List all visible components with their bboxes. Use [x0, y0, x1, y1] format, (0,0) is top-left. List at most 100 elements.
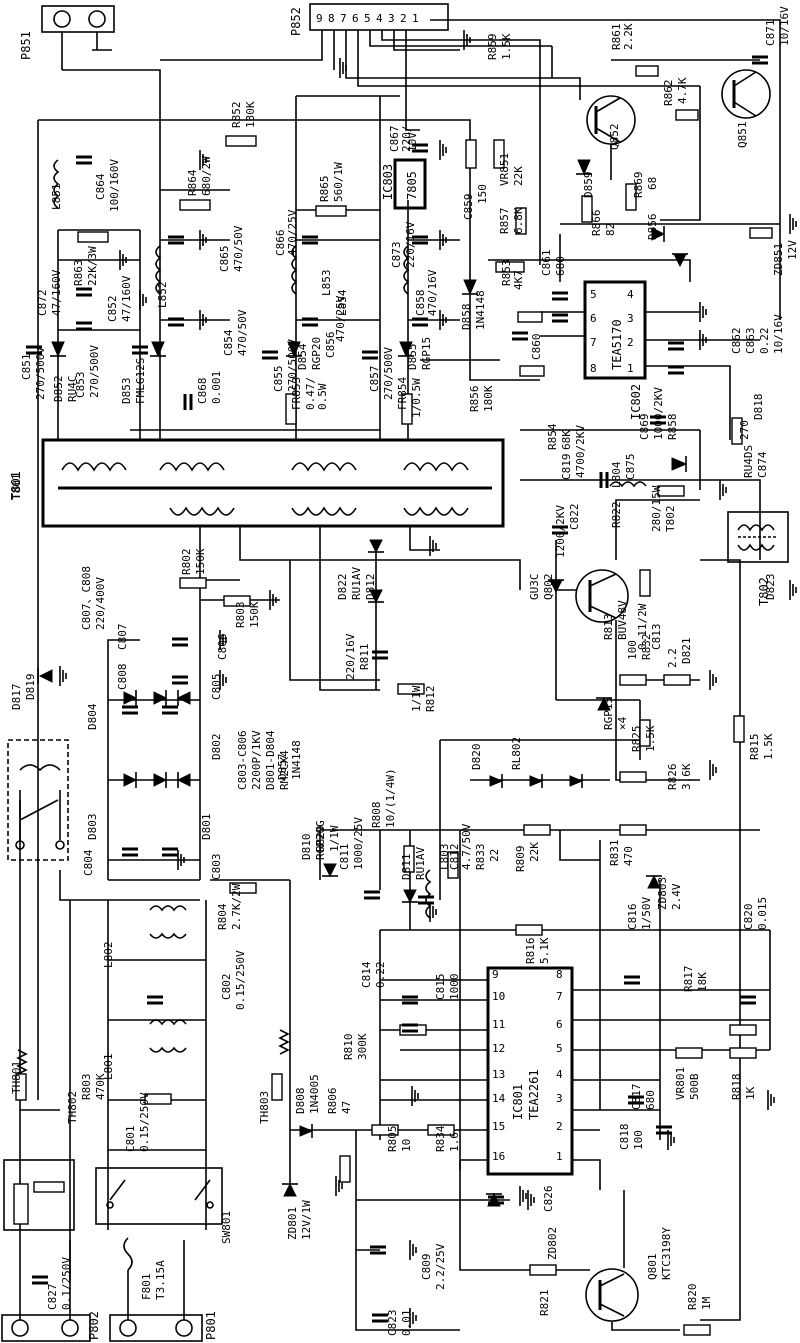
bottom-label: 10/(1/4W) — [384, 768, 397, 828]
bottom-label: C812 — [448, 844, 461, 871]
bottom-label: C827 — [46, 1284, 59, 1311]
mid-label: D804 — [86, 703, 99, 730]
connector-p802: P802 — [1, 1311, 101, 1342]
bottom-label: 1000 — [448, 974, 461, 1001]
ic801-pin-label: 11 — [492, 1018, 505, 1031]
ic801-pin-label: 1 — [556, 1150, 563, 1163]
top-label: 10/16V — [778, 6, 791, 46]
connector-p851: P851 — [19, 5, 115, 70]
ic801-pin-label: 16 — [492, 1150, 505, 1163]
bottom-label: 300K — [356, 1033, 369, 1060]
mid-label: C805 — [210, 674, 223, 701]
bottom-label: R818 — [730, 1074, 743, 1101]
ic801-pin-label: 14 — [492, 1092, 506, 1105]
top-label: C858 — [414, 290, 427, 317]
top-label: 10V — [406, 132, 419, 152]
ic801-pin-label: 4 — [556, 1068, 563, 1081]
t801-label: T801 — [9, 471, 23, 500]
inductor-group — [16, 159, 647, 1075]
p852-pin-label: 1 — [412, 12, 419, 25]
mid-label: C875 — [624, 454, 637, 481]
ic802-part: TEA5170 — [610, 319, 624, 370]
top-label: FMLG12S — [134, 358, 147, 404]
connector-p801: P801 — [109, 1311, 218, 1342]
ic802-pin-3: 3 — [627, 312, 634, 325]
top-label: 220/ — [400, 126, 413, 153]
top-label: L854 — [336, 289, 349, 316]
mid-label: 2200P/1KV — [250, 730, 263, 790]
top-label: 47/160V — [50, 269, 63, 316]
bottom-label: 0.15/250V — [138, 1092, 151, 1152]
bottom-label: ZD803 — [656, 877, 669, 910]
mid-label: 4700/2KV — [574, 425, 587, 478]
ic801-pin-label: 12 — [492, 1042, 505, 1055]
bottom-label: 0.015 — [756, 897, 769, 930]
transistor-q851 — [721, 69, 771, 119]
top-label: 220/16V — [404, 221, 417, 268]
thermistor-th802 — [3, 1159, 75, 1231]
ic801-pin-label: 7 — [556, 990, 563, 1003]
bottom-label: ZD802 — [546, 1227, 559, 1260]
mid-label: 220/16V — [344, 633, 357, 680]
top-label: C873 — [390, 242, 403, 269]
bottom-label: 2.2/25V — [434, 1243, 447, 1290]
mid-label: R822 — [610, 502, 623, 529]
top-label: 100/160V — [108, 159, 121, 212]
top-label: 12V — [786, 240, 799, 260]
relay-rl802 — [7, 739, 69, 861]
mid-label: D820 — [470, 744, 483, 771]
mid-label: ×4 — [616, 716, 629, 730]
top-label: R853 — [500, 260, 513, 287]
bottom-label: 0.1/250V — [60, 1257, 73, 1310]
p852-label: P852 — [289, 7, 303, 36]
ic-ic802: IC802 TEA5170 5 4 6 3 7 2 8 1 — [583, 280, 647, 420]
resistor-bodies — [15, 65, 773, 1336]
top-label: 270/500V — [34, 347, 47, 400]
bottom-label: C816 — [626, 904, 639, 931]
bottom-label: F801 — [140, 1274, 153, 1301]
bottom-label: 5.1K — [538, 937, 551, 964]
transistor-q802 — [575, 569, 629, 623]
mid-label: C813 — [650, 624, 663, 651]
bottom-label: C815 — [434, 974, 447, 1001]
ic801-pin-label: 8 — [556, 968, 563, 981]
mid-label: R815 — [748, 734, 761, 761]
mid-label: GU3C — [528, 574, 541, 601]
top-label: 2.2K — [622, 23, 635, 50]
top-label: C854 — [222, 329, 235, 356]
top-label: R861 — [610, 24, 623, 51]
top-label: 270/500V — [286, 339, 299, 392]
mid-label: D818 — [752, 394, 765, 421]
bottom-label: 22K — [528, 842, 541, 862]
top-label: 82 — [604, 223, 617, 236]
bottom-label: C818 — [618, 1124, 631, 1151]
transistor-q801 — [585, 1268, 639, 1322]
top-label: C871 — [764, 20, 777, 47]
top-label: L851 — [50, 184, 63, 211]
mid-label: RU4DS — [742, 445, 755, 478]
top-label: 22K/3W — [86, 246, 99, 286]
mid-label: 150K — [194, 548, 207, 575]
top-label: C863 — [744, 328, 757, 355]
top-label: R852 — [230, 102, 243, 129]
top-label: Q851 — [736, 122, 749, 149]
top-label: 0.001 — [210, 371, 223, 404]
p852-pin-label: 8 — [328, 12, 335, 25]
top-label: 0.22 — [758, 328, 771, 355]
bottom-label: 1K — [744, 1086, 757, 1100]
ic802-pin-6: 6 — [590, 312, 597, 325]
top-label: C860 — [530, 334, 543, 361]
top-label: 22K — [512, 166, 525, 186]
top-label: 150 — [476, 184, 489, 204]
bottom-label: D811 — [400, 854, 413, 881]
bottom-label: RGP20G — [314, 820, 327, 860]
mid-label: RM2CX4 — [278, 750, 291, 790]
ic801-pin-label: 2 — [556, 1120, 563, 1133]
mid-label: Q802 — [542, 574, 555, 601]
p852-pin-label: 2 — [400, 12, 407, 25]
top-label: 470/16V — [426, 269, 439, 316]
top-label: C851 — [20, 354, 33, 381]
bottom-label: R810 — [342, 1034, 355, 1061]
